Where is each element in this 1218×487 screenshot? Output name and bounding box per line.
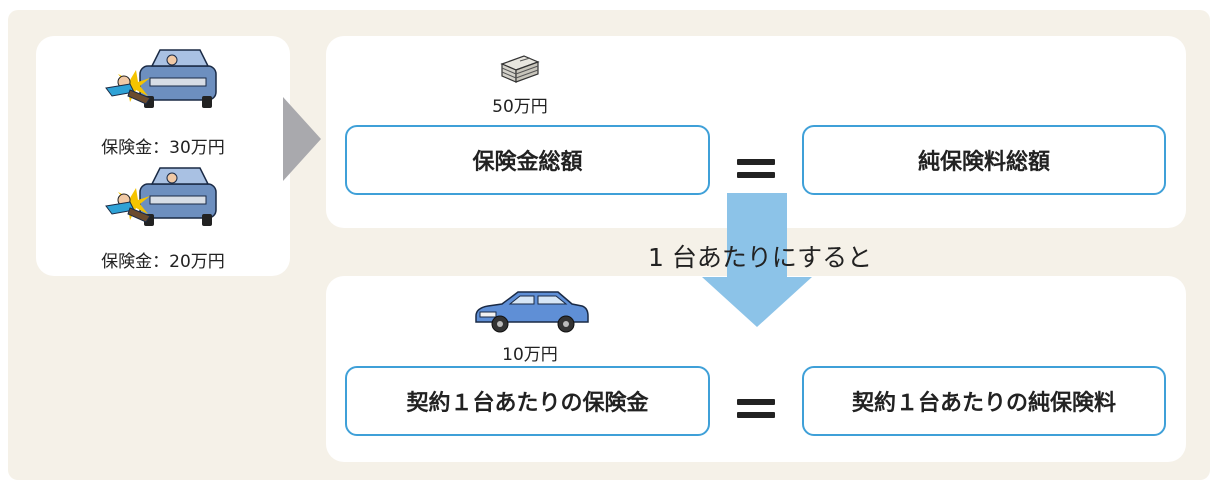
accident-illustration-2 xyxy=(105,167,217,226)
equals-sign-bottom xyxy=(737,396,775,420)
chevron-right-icon xyxy=(283,97,321,181)
per-vehicle-claims-box: 契約１台あたりの保険金 xyxy=(345,366,710,436)
per-vehicle-net-premium-box: 契約１台あたりの純保険料 xyxy=(802,366,1166,436)
case-1-label: 保険金：30万円 xyxy=(101,138,225,158)
transition-text: 1 台あたりにすると xyxy=(648,243,873,272)
equals-sign-top xyxy=(737,156,775,180)
per-vehicle-amount-label: 10万円 xyxy=(502,345,558,365)
accident-illustration-1 xyxy=(105,49,217,108)
down-arrow-icon xyxy=(702,193,812,327)
total-amount-label: 50万円 xyxy=(492,97,548,117)
car-icon xyxy=(475,291,589,333)
total-claims-box: 保険金総額 xyxy=(345,125,710,195)
total-net-premium-box: 純保険料総額 xyxy=(802,125,1166,195)
money-stack-icon xyxy=(500,55,540,83)
case-2-label: 保険金：20万円 xyxy=(101,252,225,272)
